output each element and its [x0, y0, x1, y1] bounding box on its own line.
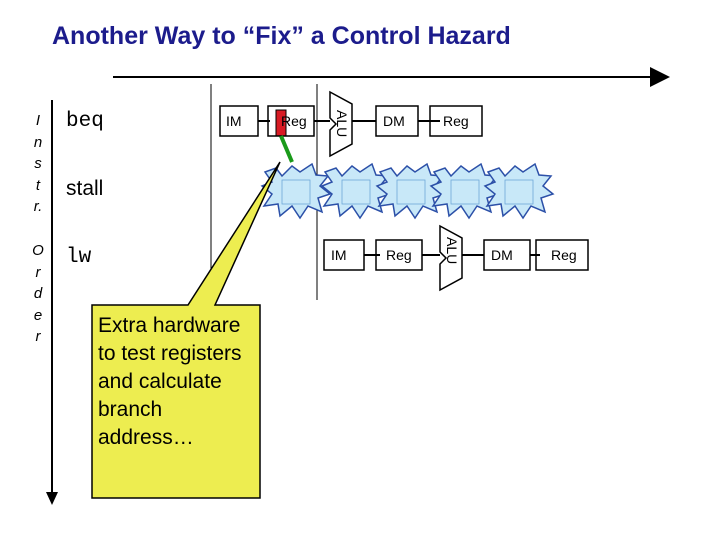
beq-dm-label: DM [383, 113, 405, 129]
beq-alu [329, 90, 353, 158]
order-letter: d [33, 285, 43, 302]
lw-dm-label: DM [491, 247, 513, 263]
beq-im-label: IM [226, 113, 242, 129]
callout-text: Extra hardware to test registers and cal… [98, 314, 242, 449]
beq-reg-label: Reg [281, 113, 307, 129]
slide-title: Another Way to “Fix” a Control Hazard [52, 22, 511, 50]
lw-reg-wb-box [535, 239, 589, 271]
lw-im-box [323, 239, 365, 271]
order-letter: t [35, 177, 41, 194]
order-axis-arrow [46, 492, 58, 505]
instruction-stall: stall [66, 177, 104, 200]
order-letter: I [35, 112, 41, 129]
beq-alu-label: ALU [334, 110, 350, 138]
order-letter: n [33, 134, 43, 151]
beq-reg-wb-box [429, 105, 483, 137]
beq-reg-wb-label: Reg [443, 113, 469, 129]
order-letter: r [35, 264, 41, 281]
comparator-line [279, 135, 294, 163]
lw-dm-box [483, 239, 531, 271]
instruction-lw: lw [66, 246, 92, 269]
stall-bubble [483, 162, 555, 220]
callout-shape [91, 161, 281, 499]
order-letter: r. [33, 198, 43, 215]
order-letter: e [33, 307, 43, 324]
lw-reg-label: Reg [386, 247, 412, 263]
beq-pipeline [219, 90, 483, 158]
lw-alu [439, 224, 463, 292]
bubble-shading [281, 179, 534, 205]
order-letter: O [32, 242, 44, 259]
beq-im-box [219, 105, 259, 137]
lw-im-label: IM [331, 247, 347, 263]
instruction-beq: beq [66, 110, 104, 133]
lw-reg-wb-label: Reg [551, 247, 577, 263]
order-letter: s [34, 155, 42, 172]
lw-alu-label: ALU [444, 237, 460, 265]
stall-bubbles [260, 162, 555, 220]
lw-pipeline [323, 224, 589, 292]
beq-dm-box [375, 105, 419, 137]
order-letter: r [35, 328, 41, 345]
stall-bubble [260, 162, 332, 220]
